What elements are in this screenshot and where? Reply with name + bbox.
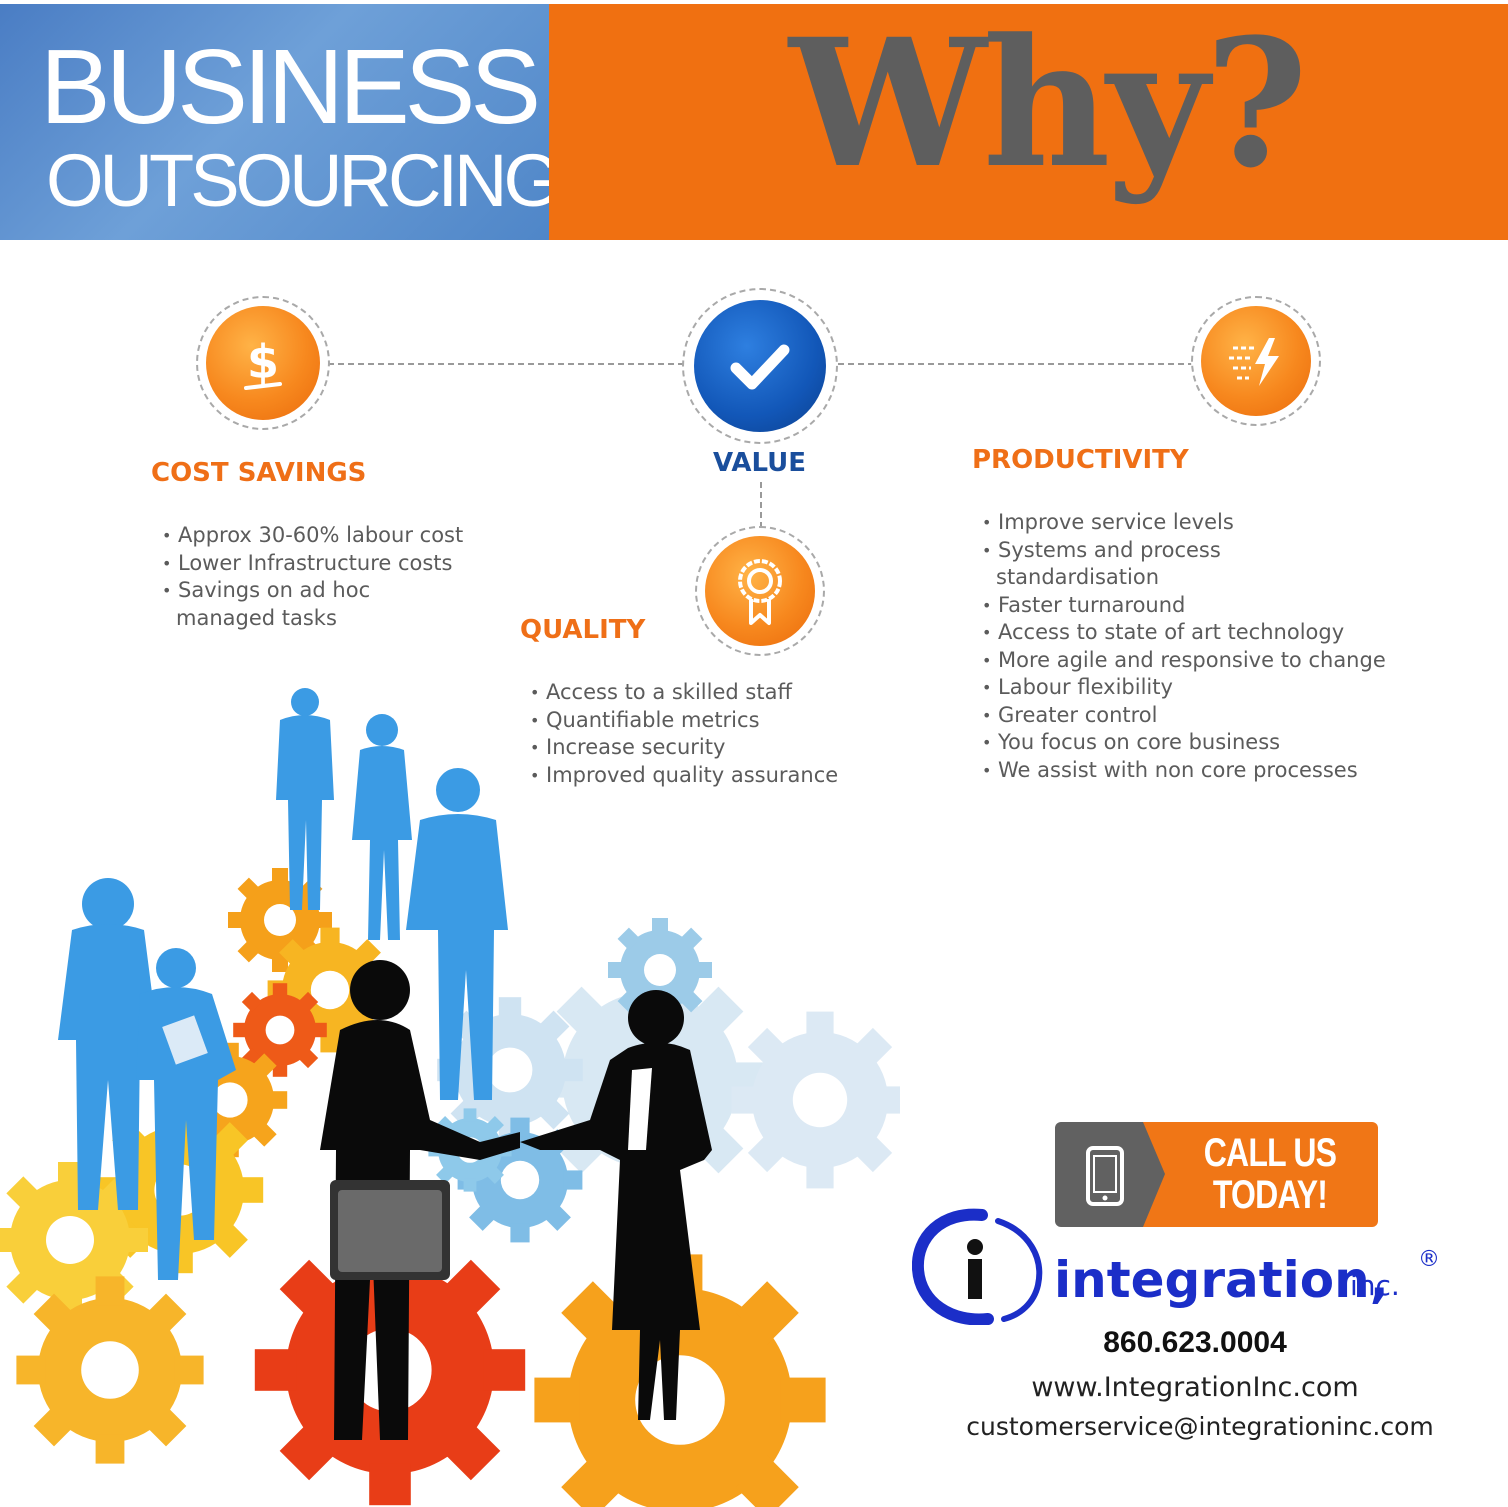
list-item: More agile and responsive to change	[982, 647, 1386, 675]
call-us-today-label: CALL US TODAY!	[1203, 1131, 1337, 1217]
integration-logo-mark-icon	[912, 1208, 1043, 1325]
award-ribbon-icon	[705, 536, 815, 646]
list-item: Access to a skilled staff	[530, 679, 838, 707]
list-item: Labour flexibility	[982, 674, 1386, 702]
list-item: You focus on core business	[982, 729, 1386, 757]
handshake-silhouettes	[320, 960, 712, 1440]
phone-number[interactable]: 860.623.0004	[1103, 1326, 1287, 1359]
productivity-heading: PRODUCTIVITY	[972, 445, 1189, 475]
value-heading: VALUE	[713, 448, 806, 478]
dollar-icon: $	[206, 306, 320, 420]
registered-mark: ®	[1418, 1247, 1440, 1272]
list-item: Increase security	[530, 734, 838, 762]
list-item: Faster turnaround	[982, 592, 1386, 620]
productivity-list: Improve service levels Systems and proce…	[982, 509, 1386, 784]
list-item-continuation: managed tasks	[176, 605, 337, 630]
why-heading: Why?	[789, 0, 1308, 207]
list-item: We assist with non core processes	[982, 757, 1386, 785]
list-item: Approx 30-60% labour cost	[162, 522, 463, 550]
quality-heading: QUALITY	[520, 615, 646, 645]
cost-savings-list: Approx 30-60% labour cost Lower Infrastr…	[162, 522, 463, 632]
gear-yellow	[16, 1276, 204, 1464]
connector-line-vertical	[760, 482, 762, 528]
speed-bolt-icon	[1201, 306, 1311, 416]
email-link[interactable]: customerservice@integrationinc.com	[966, 1412, 1434, 1441]
list-item: Greater control	[982, 702, 1386, 730]
list-item: Savings on ad hoc	[162, 577, 463, 605]
phone-icon	[1086, 1146, 1124, 1206]
company-suffix: inc.	[1350, 1269, 1400, 1302]
cost-savings-heading: COST SAVINGS	[151, 458, 367, 488]
integration-inc-logo: integration, inc. ®	[912, 1205, 1452, 1325]
background-gear	[731, 1011, 900, 1189]
list-item: Improve service levels	[982, 509, 1386, 537]
list-item: Quantifiable metrics	[530, 707, 838, 735]
list-item: Access to state of art technology	[982, 619, 1386, 647]
checkmark-icon	[694, 300, 826, 432]
svg-text:$: $	[247, 335, 279, 389]
why-banner: Why?	[549, 4, 1508, 240]
quality-list: Access to a skilled staff Quantifiable m…	[530, 679, 838, 789]
website-link[interactable]: www.IntegrationInc.com	[1031, 1372, 1359, 1403]
list-item: Lower Infrastructure costs	[162, 550, 463, 578]
connector-line-right	[838, 363, 1194, 365]
banner-title-line2: OUTSOURCING	[46, 139, 549, 222]
blue-silhouettes	[58, 688, 508, 1280]
call-us-today-button[interactable]: CALL US TODAY!	[1055, 1122, 1378, 1227]
list-item: Systems and process	[982, 537, 1386, 565]
business-people-gears-illustration	[0, 688, 900, 1507]
business-outsourcing-banner: BUSINESS OUTSOURCING	[0, 4, 549, 240]
company-name: integration,	[1054, 1251, 1389, 1309]
list-item-continuation: standardisation	[996, 565, 1160, 589]
connector-line-left	[328, 363, 684, 365]
banner-title-line1: BUSINESS	[40, 28, 541, 146]
list-item: Improved quality assurance	[530, 762, 838, 790]
